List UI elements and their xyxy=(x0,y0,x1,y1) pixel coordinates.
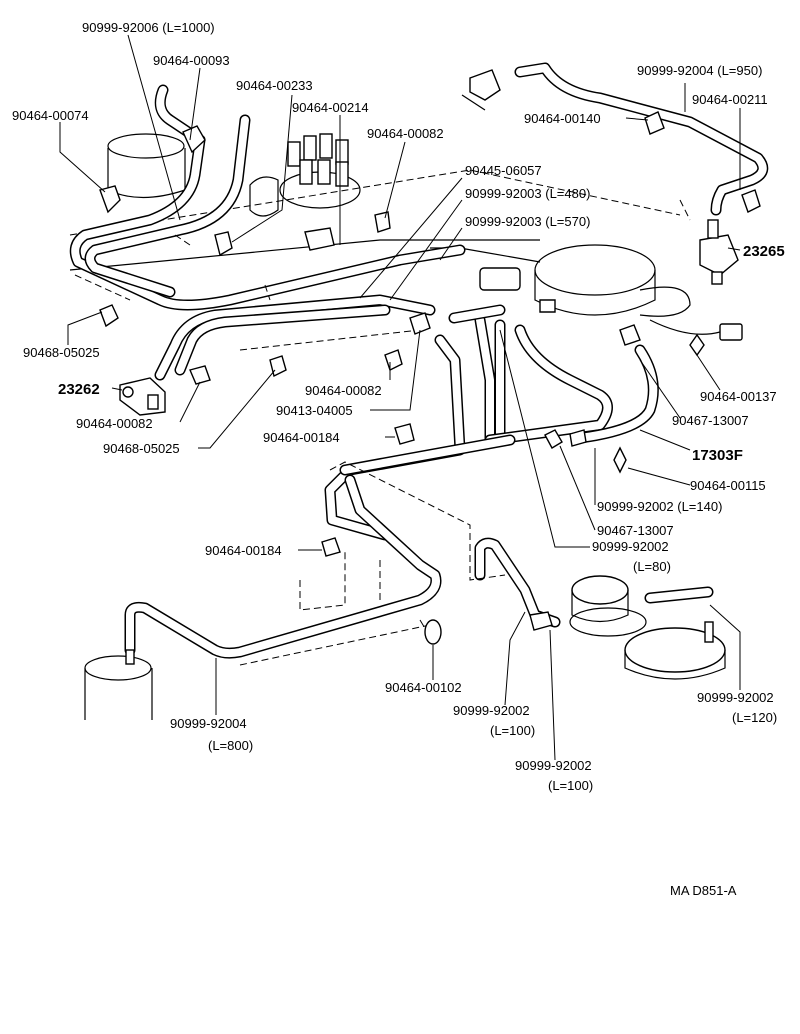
vsv-23265 xyxy=(699,219,739,285)
label-90467-13007-right: 90467-13007 xyxy=(672,413,749,428)
label-90464-00082-mid: 90464-00082 xyxy=(305,383,382,398)
label-90464-00137: 90464-00137 xyxy=(700,389,777,404)
part-labels: 90999-92006 (L=1000) 90464-00093 90464-0… xyxy=(12,20,785,898)
vsv-23262 xyxy=(119,377,166,416)
label-90999-92004-800-part: 90999-92004 xyxy=(170,716,247,731)
drawing-code: MA D851-A xyxy=(670,883,737,898)
label-90445-06057: 90445-06057 xyxy=(465,163,542,178)
distributor xyxy=(249,133,361,217)
label-90467-13007-lower: 90467-13007 xyxy=(597,523,674,538)
label-90464-00074: 90464-00074 xyxy=(12,108,89,123)
clips xyxy=(99,111,761,645)
label-90468-05025-mid: 90468-05025 xyxy=(103,441,180,456)
label-90464-00184-upper: 90464-00184 xyxy=(263,430,340,445)
label-90999-92002-100b-length: (L=100) xyxy=(548,778,593,793)
label-90999-92002-120-length: (L=120) xyxy=(732,710,777,725)
label-90464-00233: 90464-00233 xyxy=(236,78,313,93)
label-23262: 23262 xyxy=(58,381,100,398)
label-90999-92002-140: 90999-92002 (L=140) xyxy=(597,499,722,514)
engine-outline xyxy=(69,133,691,317)
label-90999-92002-80-length: (L=80) xyxy=(633,559,671,574)
vacuum-units-bottom xyxy=(569,575,726,680)
label-23265: 23265 xyxy=(743,243,785,260)
inline-filter-top xyxy=(461,69,501,111)
label-90999-92002-80-part: 90999-92002 xyxy=(592,539,669,554)
label-90999-92003-480: 90999-92003 (L=480) xyxy=(465,186,590,201)
label-90999-92002-120-part: 90999-92002 xyxy=(697,690,774,705)
air-cleaner xyxy=(479,244,691,317)
label-90999-92002-100a-part: 90999-92002 xyxy=(453,703,530,718)
label-90999-92004-800-length: (L=800) xyxy=(208,738,253,753)
label-90464-00102: 90464-00102 xyxy=(385,680,462,695)
label-90999-92002-100b-part: 90999-92002 xyxy=(515,758,592,773)
label-90464-00082-left: 90464-00082 xyxy=(76,416,153,431)
label-90464-00140: 90464-00140 xyxy=(524,111,601,126)
label-90464-00093: 90464-00093 xyxy=(153,53,230,68)
label-90464-00214: 90464-00214 xyxy=(292,100,369,115)
label-90999-92006: 90999-92006 (L=1000) xyxy=(82,20,215,35)
connector-plug xyxy=(719,323,743,341)
canister-bottom-left xyxy=(84,649,153,720)
label-17303F: 17303F xyxy=(692,447,743,464)
label-90468-05025-left: 90468-05025 xyxy=(23,345,100,360)
label-90999-92002-100a-length: (L=100) xyxy=(490,723,535,738)
label-90464-00211: 90464-00211 xyxy=(692,92,768,107)
label-90413-04005: 90413-04005 xyxy=(276,403,353,418)
hose-routing xyxy=(69,62,769,659)
parts xyxy=(84,69,761,720)
leader-lines xyxy=(59,34,741,761)
label-90999-92003-570: 90999-92003 (L=570) xyxy=(465,214,590,229)
label-90464-00082-top: 90464-00082 xyxy=(367,126,444,141)
label-90464-00115: 90464-00115 xyxy=(690,478,766,493)
label-90999-92004-950: 90999-92004 (L=950) xyxy=(637,63,762,78)
label-90464-00184-lower: 90464-00184 xyxy=(205,543,282,558)
